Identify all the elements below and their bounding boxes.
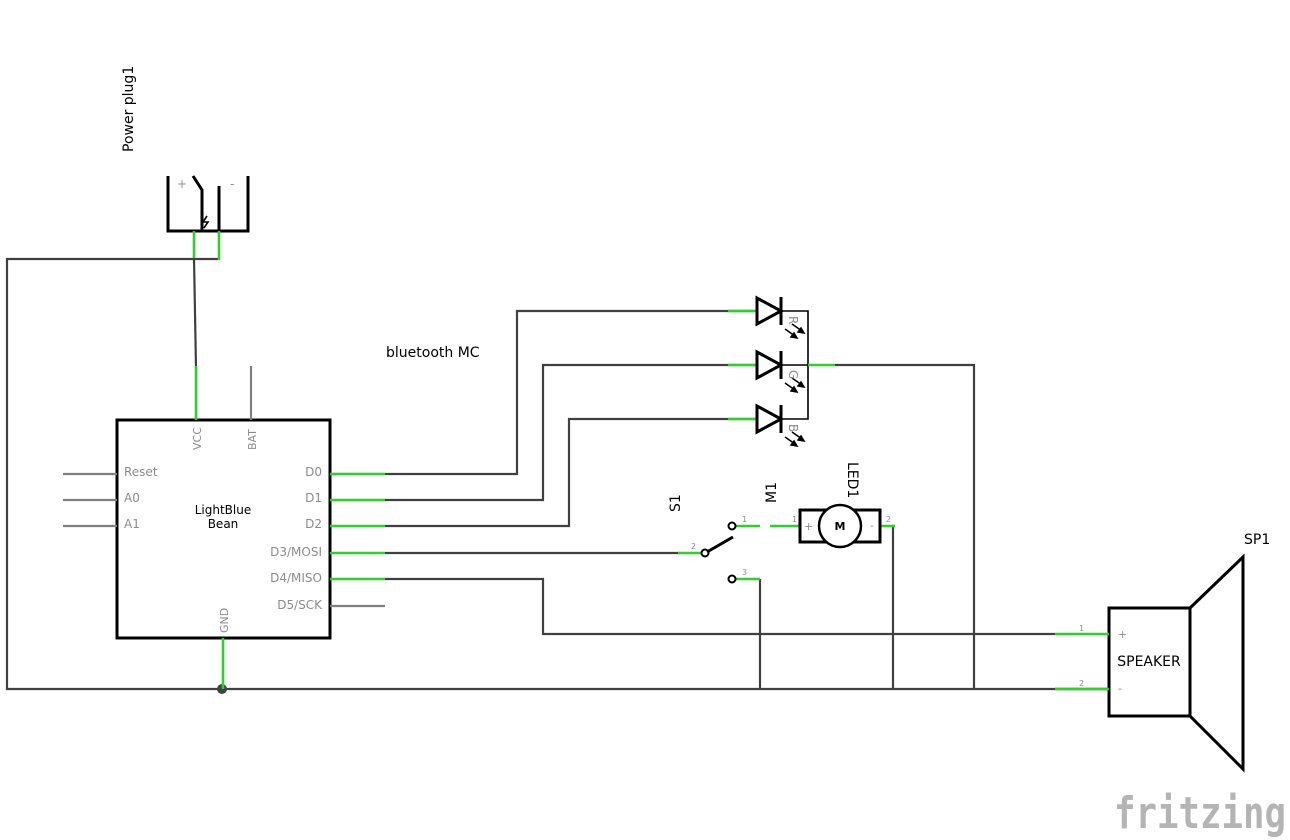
pin-d2-label: D2: [305, 517, 322, 531]
pin-d5-label: D5/SCK: [277, 598, 323, 612]
pin-gnd-label: GND: [218, 608, 231, 633]
led-r-diode: [755, 295, 785, 327]
switch-pin-2-label: 2: [691, 542, 696, 551]
speaker-plus: +: [1118, 628, 1127, 641]
fritzing-logo: fritzing: [1114, 788, 1286, 839]
pin-d3-label: D3/MOSI: [270, 545, 322, 559]
speaker-name: SPEAKER: [1117, 654, 1181, 670]
led-g-diode: [755, 349, 785, 381]
motor-m1[interactable]: M1 M + - 1 2: [764, 482, 895, 549]
led-b-diode: [755, 403, 785, 435]
bolt-icon: [201, 215, 210, 229]
led-g-label: G: [786, 370, 800, 379]
motor-minus: -: [870, 519, 874, 532]
pin-a1-label: A1: [124, 517, 140, 531]
switch-contact-1: [727, 521, 737, 531]
power-plug[interactable]: Power plug1 + -: [121, 66, 250, 260]
speaker-pin-1-label: 1: [1079, 624, 1084, 633]
power-plug-label: Power plug1: [121, 66, 137, 152]
speaker-cone: [1188, 553, 1245, 773]
pin-a0-label: A0: [124, 491, 140, 505]
lightblue-bean[interactable]: bluetooth MC LightBlue Bean VCC BAT GND …: [63, 345, 480, 689]
wire-d1-to-led-g[interactable]: [385, 363, 755, 502]
speaker-label: SP1: [1244, 532, 1270, 548]
led-r-label: R: [786, 316, 800, 324]
motor-pin-1-label: 1: [792, 515, 797, 524]
power-plug-body: [166, 176, 250, 233]
pin-d0-label: D0: [305, 465, 322, 479]
led-b-label: B: [786, 424, 800, 432]
wire-d4-to-speaker[interactable]: [385, 577, 1055, 636]
motor-label: M1: [764, 482, 780, 503]
mcu-caption: bluetooth MC: [386, 345, 480, 361]
switch-s1[interactable]: S1 2 1 3: [668, 494, 760, 584]
wire-ground-left[interactable]: [5, 257, 220, 691]
mcu-name-line2: Bean: [208, 517, 239, 531]
speaker-minus: -: [1118, 682, 1122, 695]
wire-d0-to-led-r[interactable]: [385, 309, 755, 476]
pin-d4-label: D4/MISO: [270, 571, 322, 585]
speaker-pin-2-label: 2: [1079, 679, 1084, 688]
wire-motor-to-gnd[interactable]: [891, 524, 895, 689]
motor-symbol: M: [835, 520, 846, 533]
pin-bat-label: BAT: [246, 429, 259, 450]
wires: [5, 257, 1110, 694]
switch-pin-3-label: 3: [742, 568, 747, 577]
power-plug-minus: -: [230, 177, 234, 191]
pin-d1-label: D1: [305, 491, 322, 505]
switch-lever: [706, 535, 734, 554]
wire-plug-to-vcc[interactable]: [192, 257, 198, 369]
led-label: LED1: [844, 462, 860, 498]
led-light-arrows-icon: [784, 323, 806, 448]
wire-led-common-to-gnd[interactable]: [835, 363, 976, 689]
pin-vcc-label: VCC: [191, 427, 204, 450]
speaker-sp1[interactable]: SP1 SPEAKER + - 1 2: [1055, 532, 1270, 773]
power-plug-plus: +: [177, 177, 187, 191]
motor-pin-2-label: 2: [886, 515, 891, 524]
switch-pin-1-label: 1: [742, 515, 747, 524]
rgb-led[interactable]: R G B LED1: [728, 295, 860, 498]
mcu-name-line1: LightBlue: [195, 503, 252, 517]
motor-circle: [817, 503, 863, 549]
wire-d2-to-led-b[interactable]: [385, 417, 755, 528]
motor-plus: +: [804, 520, 813, 533]
switch-contact-3: [727, 574, 737, 584]
pin-reset-label: Reset: [124, 465, 158, 479]
switch-label: S1: [668, 494, 684, 512]
